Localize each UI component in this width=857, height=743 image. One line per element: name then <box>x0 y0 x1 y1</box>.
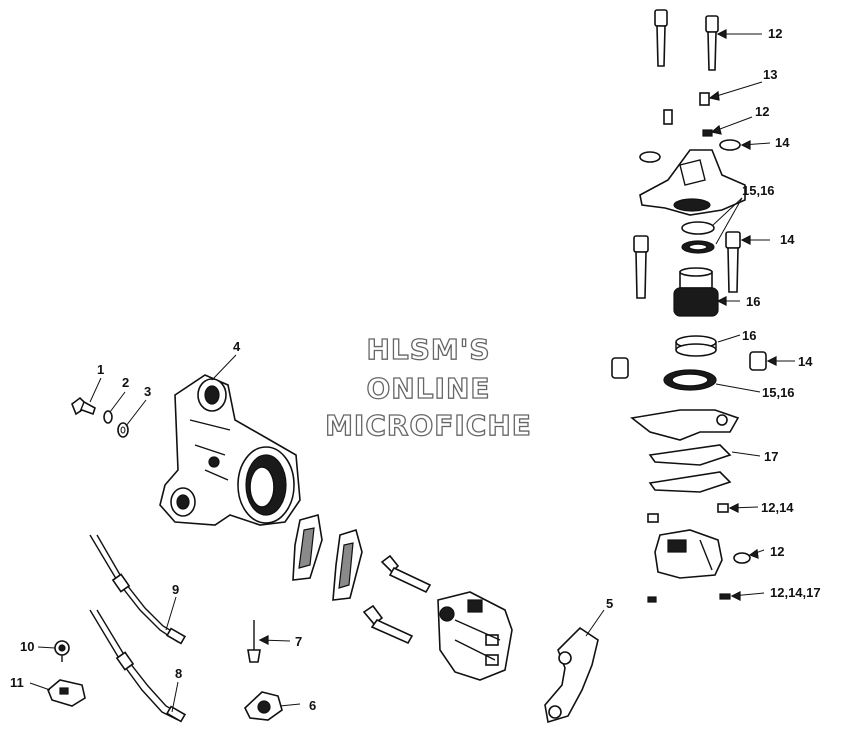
part-1-bolt <box>71 396 96 416</box>
brake-pad-right <box>332 528 363 601</box>
callout-8: 8 <box>175 666 183 681</box>
callout-12-housing: 12 <box>770 544 785 559</box>
arrowheads <box>258 29 777 645</box>
part-5-bracket <box>544 626 599 724</box>
caliper-bolt-upper <box>380 554 432 594</box>
part-9-brake-line <box>89 534 187 645</box>
callout-12-14-17: 12,14,17 <box>770 585 821 600</box>
callout-16-piston: 16 <box>746 294 761 309</box>
top-bolt-right <box>705 15 719 71</box>
shim-17-lower <box>648 471 732 493</box>
callout-15-16-top: 15,16 <box>742 183 775 198</box>
small-fitting-left <box>663 109 673 125</box>
washer-left <box>639 151 661 163</box>
callout-14-top: 14 <box>775 135 790 150</box>
callout-14-bolt: 14 <box>780 232 795 247</box>
seal-15-16 <box>663 369 717 391</box>
callout-7: 7 <box>295 634 303 649</box>
watermark-line-3: MICROFICHE <box>324 408 532 442</box>
piston-16 <box>673 267 719 317</box>
part-2-lock-washer <box>103 410 113 424</box>
callout-16-ring: 16 <box>742 328 757 343</box>
callout-14-bushing: 14 <box>798 354 813 369</box>
brake-caliper-assembly <box>437 591 513 681</box>
plate-upper <box>630 409 740 441</box>
part-10-fitting <box>54 640 70 662</box>
part-3-washer <box>117 422 129 438</box>
callout-9: 9 <box>172 582 180 597</box>
callout-5: 5 <box>606 596 614 611</box>
small-nut-12 <box>702 129 713 137</box>
small-screw-13 <box>699 92 710 106</box>
part-4-fork-slider <box>159 374 301 526</box>
callout-1: 1 <box>97 362 105 377</box>
callout-10: 10 <box>20 639 35 654</box>
callout-2: 2 <box>122 375 130 390</box>
watermark-line-1: HLSM'S <box>366 332 491 366</box>
part-6-clamp <box>244 691 283 721</box>
part-11-clip <box>47 679 86 707</box>
washer-14 <box>719 139 741 151</box>
brake-pad-left <box>292 513 323 581</box>
callout-15-16-seal: 15,16 <box>762 385 795 400</box>
long-bolt-14 <box>725 231 741 293</box>
callout-11: 11 <box>10 675 24 690</box>
callout-12-second: 12 <box>755 104 770 119</box>
part-7-pin <box>247 620 261 663</box>
callout-4: 4 <box>233 339 241 354</box>
callout-6: 6 <box>309 698 317 713</box>
callout-3: 3 <box>144 384 152 399</box>
small-bushing-12-14 <box>717 503 729 513</box>
ring-16 <box>675 335 717 357</box>
upper-housing <box>639 149 746 216</box>
tiny-nut-left <box>647 596 657 603</box>
small-bushing-left <box>647 513 659 523</box>
lower-housing-12 <box>654 529 751 579</box>
callout-12-top: 12 <box>768 26 783 41</box>
tiny-nut-right <box>719 593 731 600</box>
caliper-bolt-lower <box>362 604 414 645</box>
watermark-line-2: ONLINE <box>366 371 491 405</box>
shim-17-upper <box>648 444 732 466</box>
top-bolt-left <box>654 9 668 67</box>
callout-12-14: 12,14 <box>761 500 794 515</box>
callout-13: 13 <box>763 67 778 82</box>
seal-ring-upper <box>681 221 715 254</box>
long-bolt-left <box>633 235 649 299</box>
bushing-14 <box>749 351 767 371</box>
callout-17: 17 <box>764 449 779 464</box>
bushing-left <box>611 357 629 379</box>
part-8-brake-line <box>89 609 187 723</box>
